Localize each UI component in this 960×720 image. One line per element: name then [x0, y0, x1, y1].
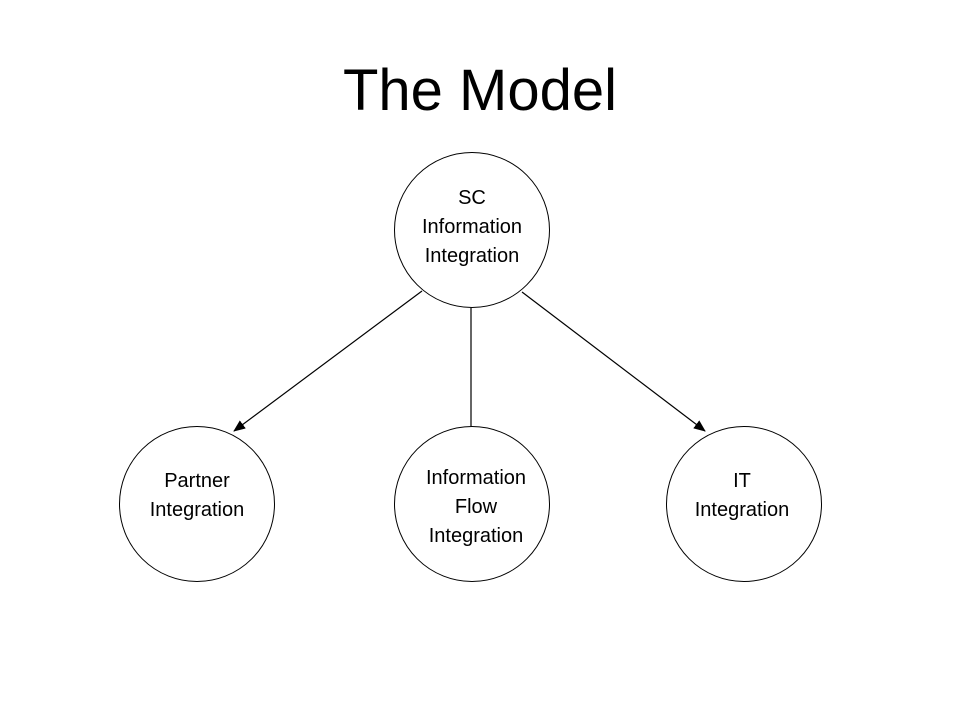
node-right-line-2: Integration — [694, 499, 790, 521]
node-center-line-1: Information — [425, 467, 527, 489]
node-sc-information-integration-label: SC Information Integration — [392, 184, 552, 271]
node-information-flow-integration-label: Information Flow Integration — [396, 464, 556, 551]
node-center-line-2: Flow — [454, 496, 498, 518]
slide-title: The Model — [342, 58, 618, 123]
node-sc-information-integration — [394, 152, 550, 308]
node-information-flow-integration — [394, 426, 550, 582]
edge-sc-to-it — [521, 291, 706, 432]
node-left-line-1: Partner — [164, 470, 230, 492]
node-partner-integration-label: Partner Integration — [117, 467, 277, 525]
node-top-line-2: Information — [421, 216, 523, 238]
node-center-line-3: Integration — [428, 525, 524, 547]
node-top-line-3: Integration — [424, 245, 520, 267]
node-partner-integration — [119, 426, 275, 582]
node-right-line-1: IT — [733, 470, 751, 492]
node-it-integration-label: IT Integration — [662, 467, 822, 525]
node-it-integration — [666, 426, 822, 582]
edge-sc-to-partner — [233, 290, 423, 432]
node-left-line-2: Integration — [149, 499, 245, 521]
node-top-line-1: SC — [458, 187, 486, 209]
